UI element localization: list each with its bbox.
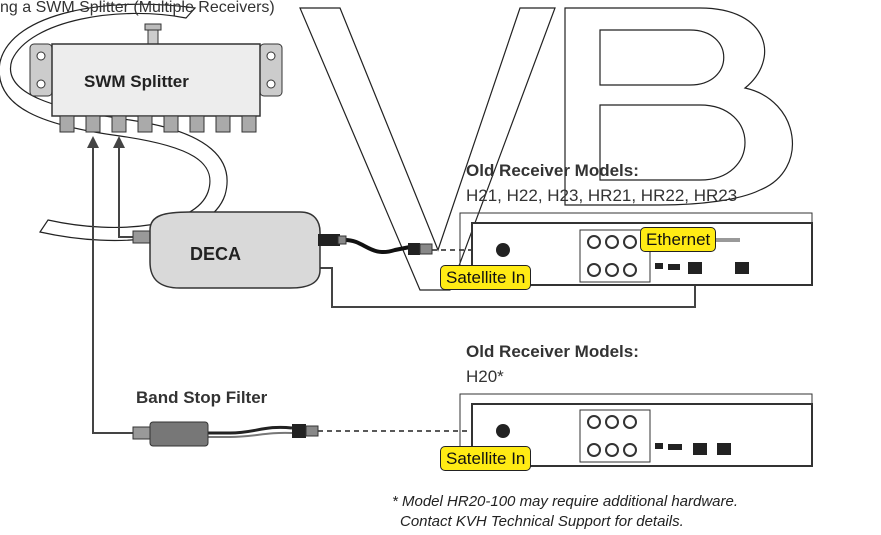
receiver-group-2-models: H20* [466,367,504,386]
deca-adapter [132,211,433,289]
band-stop-filter-label: Band Stop Filter [136,388,268,407]
cables [92,145,696,438]
band-stop-filter [132,421,319,447]
footnote-line-2: Contact KVH Technical Support for detail… [400,513,684,530]
header-text: ng a SWM Splitter (Multiple Receivers) [0,0,275,16]
splitter-label: SWM Splitter [84,72,189,91]
receiver-group-1-title: Old Receiver Models: [466,161,639,180]
satellite-in-callout-2: Satellite In [440,446,532,471]
footnote-line-1: * Model HR20-100 may require additional … [392,493,739,510]
receiver-2 [459,393,813,467]
swm-splitter [29,23,283,133]
arrow-heads [87,136,125,148]
satellite-in-callout-1: Satellite In [440,265,532,290]
receiver-group-1-models: H21, H22, H23, HR21, HR22, HR23 [466,186,738,205]
ethernet-callout: Ethernet [640,227,717,252]
watermark-logo [0,3,794,291]
receiver-group-2-title: Old Receiver Models: [466,342,639,361]
deca-label: DECA [190,244,242,264]
